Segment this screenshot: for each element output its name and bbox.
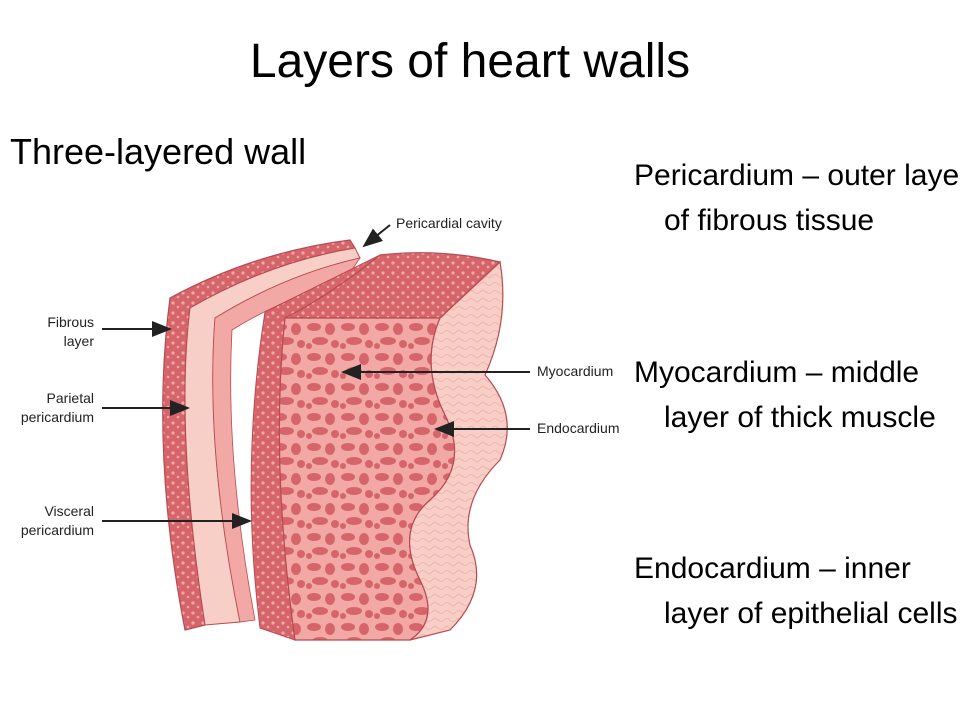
bullet-myocardium: Myocardium – middle layer of thick muscl… [634,350,960,440]
bullet-separator: – [810,552,845,585]
label-line: layer [63,333,94,349]
heart-wall-illustration [102,224,530,641]
label-line: Fibrous [47,314,94,330]
label-pericardial-cavity: Pericardial cavity [396,215,502,231]
endocardium-side-face [409,260,508,641]
bullet-pericardium: Pericardium – outer layer of fibrous tis… [634,153,960,243]
bullet-endocardium: Endocardium – inner layer of epithelial … [634,546,960,636]
bullet-term: Endocardium [634,552,811,585]
bullet-text: outer layer of fibrous tissue [664,159,960,237]
label-endocardium: Endocardium [537,420,620,436]
label-line: pericardium [20,522,94,538]
parietal-inner-face [212,257,361,623]
label-visceral-pericardium: Visceral pericardium [0,502,94,540]
label-line: Visceral [44,503,94,519]
heart-wall-diagram: Fibrous layer Parietal pericardium Visce… [0,200,640,660]
bullet-separator: – [794,159,828,192]
subtitle: Three-layered wall [10,131,307,172]
label-fibrous-layer: Fibrous layer [0,313,94,351]
bullet-text: middle layer of thick muscle [664,356,936,434]
label-line: Parietal [46,390,94,406]
label-parietal-pericardium: Parietal pericardium [0,389,94,427]
bullet-term: Pericardium [634,159,795,192]
label-myocardium: Myocardium [537,363,614,379]
label-line: pericardium [20,409,94,425]
arrow-pericardial-cavity [362,224,391,248]
slide-title: Layers of heart walls [249,35,691,88]
bullet-separator: – [797,356,831,389]
bullet-term: Myocardium [634,356,798,389]
bullet-text: inner layer of epithelial cells [664,552,958,630]
